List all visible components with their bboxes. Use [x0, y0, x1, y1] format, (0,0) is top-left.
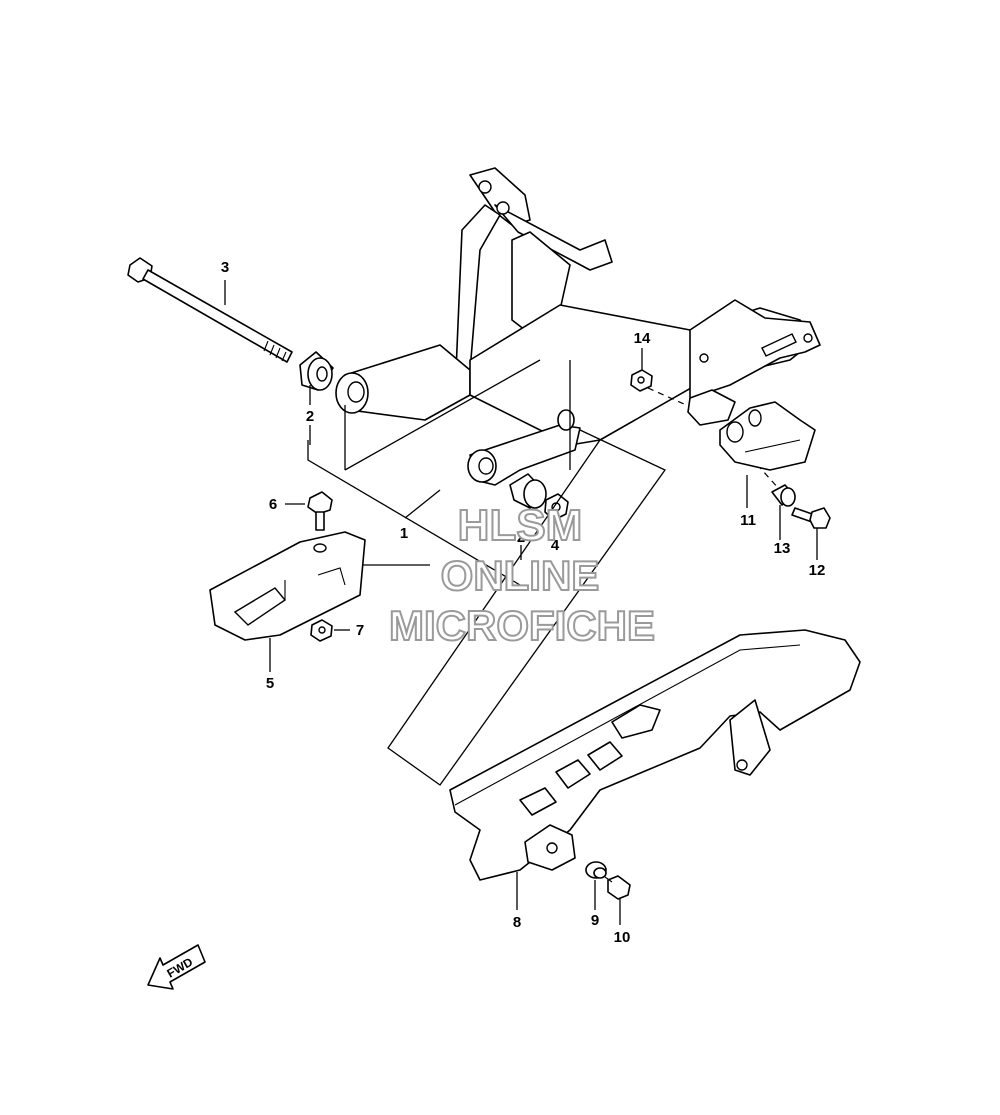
- assembly-lines: [307, 359, 781, 786]
- chain-buffer-part-5: [209, 531, 366, 641]
- label-4: 4: [551, 537, 560, 554]
- chain-guide-part-11: [687, 389, 816, 471]
- nut-part-4: [544, 493, 569, 521]
- label-3: 3: [221, 259, 229, 276]
- label-2-lower: 2: [517, 529, 525, 546]
- part-labels: 1 2 2 3 4 5 6 7 8 9 10 11 12 13 14: [221, 259, 826, 946]
- label-12: 12: [809, 562, 826, 579]
- label-2-upper: 2: [306, 408, 314, 425]
- screw-part-6: [307, 491, 333, 531]
- leader-lines: [224, 280, 818, 925]
- label-7: 7: [356, 622, 364, 639]
- label-10: 10: [614, 929, 631, 946]
- fwd-arrow-icon: FWD: [147, 944, 206, 990]
- nut-part-7: [310, 619, 333, 642]
- label-5: 5: [266, 675, 274, 692]
- bolt-part-10: [604, 875, 631, 900]
- label-6: 6: [269, 496, 277, 513]
- label-13: 13: [774, 540, 791, 557]
- washer-part-9: [585, 861, 607, 879]
- label-14: 14: [634, 330, 651, 347]
- label-11: 11: [740, 512, 756, 529]
- chain-case-part-8: [449, 629, 861, 881]
- watermark: HLSM ONLINE MICROFICHE: [388, 500, 656, 650]
- collar-part-2-upper: [299, 351, 334, 391]
- bolt-part-12: [791, 507, 831, 529]
- watermark-line-2: ONLINE: [441, 552, 600, 599]
- label-1: 1: [400, 525, 408, 542]
- swingarm-part-1: [335, 167, 821, 486]
- watermark-line-1: HLSM: [458, 501, 583, 550]
- collar-part-2-lower: [509, 473, 547, 509]
- watermark-line-3: MICROFICHE: [389, 602, 655, 649]
- label-9: 9: [591, 912, 599, 929]
- collar-part-13: [771, 484, 796, 507]
- pivot-bolt-part-3: [127, 257, 293, 363]
- label-8: 8: [513, 914, 521, 931]
